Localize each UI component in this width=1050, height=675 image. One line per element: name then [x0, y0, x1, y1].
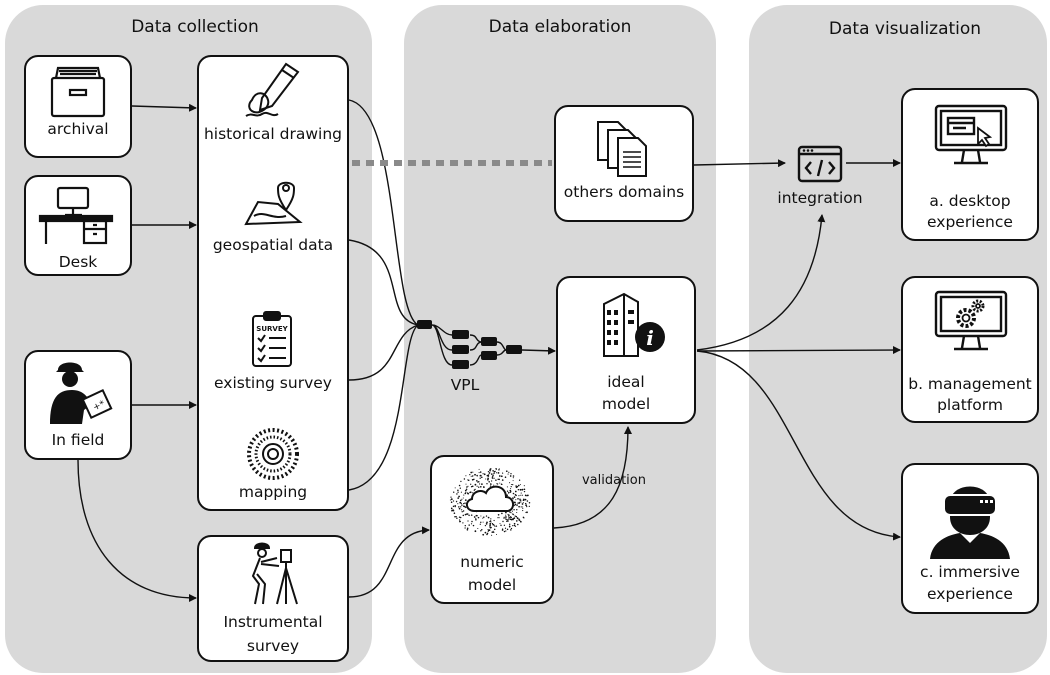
field-worker-icon: +*: [50, 362, 113, 424]
historical-drawing-label: historical drawing: [203, 125, 343, 143]
instrumental-survey-label-1: Instrumental: [223, 613, 323, 631]
desk-icon: [38, 186, 114, 245]
svg-text:+*: +*: [92, 399, 108, 413]
immersive-experience-label-1: c. immersive: [920, 563, 1020, 581]
desktop-experience-box: [901, 88, 1039, 241]
mapping-scan-icon: [247, 428, 299, 480]
numeric-model-label-1: numeric: [460, 553, 524, 571]
map-pin-icon: [244, 181, 303, 226]
surveyor-tripod-icon: [251, 542, 298, 605]
desktop-monitor-icon: [934, 104, 1008, 165]
svg-text:i: i: [646, 326, 654, 350]
archival-box: [24, 55, 132, 158]
archival-label: archival: [47, 120, 109, 138]
documents-icon: [597, 121, 647, 177]
integration-label: integration: [777, 189, 863, 207]
vr-headset-person-icon: [930, 486, 1010, 559]
management-platform-label-1: b. management: [908, 375, 1032, 393]
others-domains-label: others domains: [563, 183, 685, 201]
existing-survey-label: existing survey: [214, 374, 332, 392]
survey-badge-text: SURVEY: [256, 325, 288, 333]
instrumental-survey-label-2: survey: [246, 637, 300, 655]
in-field-label: In field: [51, 431, 105, 449]
desk-label: Desk: [58, 253, 98, 271]
desktop-experience-label-2: experience: [927, 213, 1013, 231]
panel-title-collection: Data collection: [131, 17, 259, 37]
instrumental-survey-box: [197, 535, 349, 662]
archive-box-icon: [50, 66, 106, 118]
code-integration-icon: [797, 145, 843, 183]
mapping-label: mapping: [238, 483, 308, 501]
desk-box: [24, 175, 132, 276]
collection-items-box: [197, 55, 349, 511]
ideal-model-box: [556, 276, 696, 424]
survey-clipboard-icon: SURVEY: [252, 311, 292, 367]
panel-title-elaboration: Data elaboration: [488, 17, 632, 37]
vpl-label: VPL: [450, 376, 480, 394]
numeric-model-label-2: model: [467, 576, 517, 594]
hand-drawing-icon: [245, 62, 300, 117]
validation-label: validation: [581, 473, 646, 488]
geospatial-data-label: geospatial data: [212, 236, 334, 254]
ideal-model-label-2: model: [601, 395, 651, 413]
management-monitor-icon: [934, 290, 1008, 351]
immersive-experience-label-2: experience: [927, 585, 1013, 603]
point-cloud-icon: [449, 467, 531, 536]
management-platform-label-2: platform: [937, 396, 1003, 414]
numeric-model-box: [430, 455, 554, 604]
desktop-experience-label-1: a. desktop: [929, 192, 1011, 210]
ideal-model-label-1: ideal: [607, 373, 645, 391]
panel-title-visualization: Data visualization: [828, 19, 982, 39]
building-info-icon: i: [603, 292, 665, 357]
